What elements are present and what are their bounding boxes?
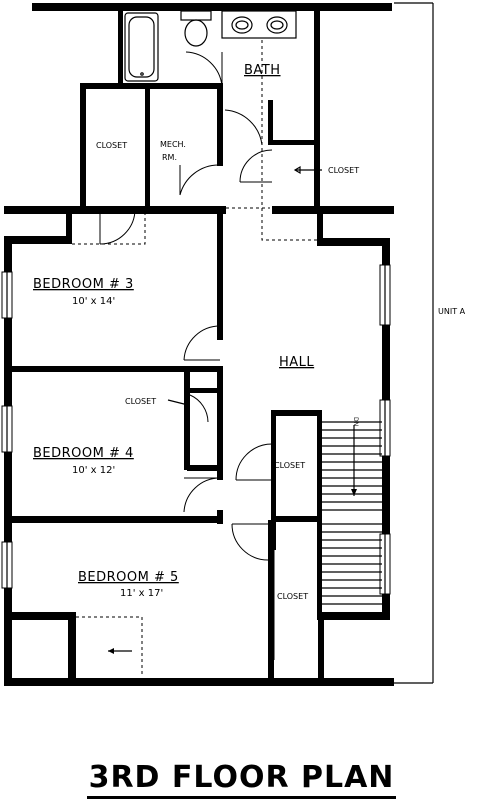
sink-right <box>266 16 288 34</box>
sink-left-inner <box>235 20 249 30</box>
bath-label: BATH <box>244 63 281 78</box>
wall-bed5-notch <box>68 612 76 686</box>
wall-hall-closet-right <box>317 410 322 620</box>
plan-title-text: 3RD FLOOR PLAN <box>86 760 397 799</box>
bath-dashed-line <box>261 40 318 241</box>
wall-mid-top-right <box>272 206 394 214</box>
closet-bed4-label: CLOSET <box>125 397 156 406</box>
closet-bath-door-swing <box>239 149 273 183</box>
bed3-closet-dash <box>72 212 146 245</box>
wall-closet-left <box>80 83 86 213</box>
wall-bed3-bed4 <box>8 366 223 372</box>
closet-hall-label: CLOSET <box>274 461 305 470</box>
wall-bath-left <box>118 8 123 86</box>
closet-bath-arrowhead <box>293 165 301 175</box>
wall-right-bottom-step <box>318 612 390 620</box>
wall-right-top <box>317 238 389 246</box>
wall-closet-top <box>80 83 223 89</box>
wall-closet-bed4-left <box>184 370 190 470</box>
bath-door-swing <box>185 51 223 87</box>
unit-label: UNIT A <box>438 307 466 316</box>
stair-dn-label: DN <box>352 417 359 426</box>
hall-closet-door-swing <box>235 443 273 481</box>
wall-bed3-top-left <box>4 236 70 244</box>
sink-right-inner <box>270 20 284 30</box>
vanity <box>221 10 297 39</box>
toilet-tank <box>180 10 212 21</box>
bed3-door-swing <box>99 209 136 245</box>
wall-bath-right <box>314 8 320 213</box>
wall-hall-left-lower <box>217 370 223 480</box>
mech-label-1: MECH. <box>160 140 186 149</box>
wall-bottom-hall <box>268 520 274 680</box>
bedroom4-dim: 10' x 12' <box>72 465 115 476</box>
toilet-bowl <box>184 19 208 47</box>
wall-closet-mid <box>145 86 150 213</box>
bedroom5-name: BEDROOM # 5 <box>78 570 179 585</box>
bedroom3-name: BEDROOM # 3 <box>33 277 134 292</box>
bed4-closet-leader <box>167 399 189 406</box>
wall-closet-bed4-bottom <box>187 465 223 471</box>
mech-label-2: RM. <box>162 153 177 162</box>
bed5-hall-door-swing <box>231 523 269 561</box>
closet-bed5-label: CLOSET <box>277 592 308 601</box>
wall-bed5-bottom-left <box>4 612 76 620</box>
bed4-closet-door-swing <box>189 394 209 423</box>
sink-left <box>231 16 253 34</box>
hall-label: HALL <box>279 355 314 370</box>
bed5-lower-arrowhead <box>108 648 114 654</box>
wall-bed4-bed5 <box>8 516 223 523</box>
wall-hall-closet-top <box>272 410 322 416</box>
wall-bath-divider <box>268 100 273 140</box>
wall-right-bottom <box>318 612 324 686</box>
bedroom3-dim: 10' x 14' <box>72 296 115 307</box>
wall-left-upper <box>4 236 12 686</box>
bed5-lower-closet-dash <box>76 616 143 676</box>
bedroom4-name: BEDROOM # 4 <box>33 446 134 461</box>
closet-bath-label: CLOSET <box>328 166 359 175</box>
wall-mid-top-left <box>4 206 226 214</box>
wall-closet-bath-top <box>268 140 318 145</box>
plan-title: 3RD FLOOR PLAN <box>0 760 483 799</box>
wall-right-notch <box>317 210 323 244</box>
wall-top <box>32 3 392 11</box>
bathtub-inner <box>128 16 155 78</box>
bed4-hall-door-swing <box>183 477 221 513</box>
bathtub-drain <box>140 72 144 76</box>
bedroom5-dim: 11' x 17' <box>120 588 163 599</box>
wall-hall-closet-bottom <box>271 516 321 522</box>
wall-hall-closet-left <box>271 410 276 520</box>
unit-dimension-line <box>394 2 434 684</box>
wall-bed5-right-stub <box>217 510 223 524</box>
bathtub <box>124 12 159 82</box>
mech-door-swing <box>224 109 263 146</box>
wall-mech-right <box>217 86 223 166</box>
wall-closet-bed4-mid <box>187 388 223 393</box>
wall-hall-left <box>217 210 223 340</box>
bed3-hall-door-swing <box>183 325 221 361</box>
floor-plan: BATH CLOSET MECH. RM. CLOSET BEDROOM # 3… <box>1 2 466 686</box>
mech-door-swing-2 <box>179 164 220 196</box>
staircase <box>322 421 382 605</box>
closet-left-label: CLOSET <box>96 141 127 150</box>
wall-bed3-notch <box>66 206 72 244</box>
